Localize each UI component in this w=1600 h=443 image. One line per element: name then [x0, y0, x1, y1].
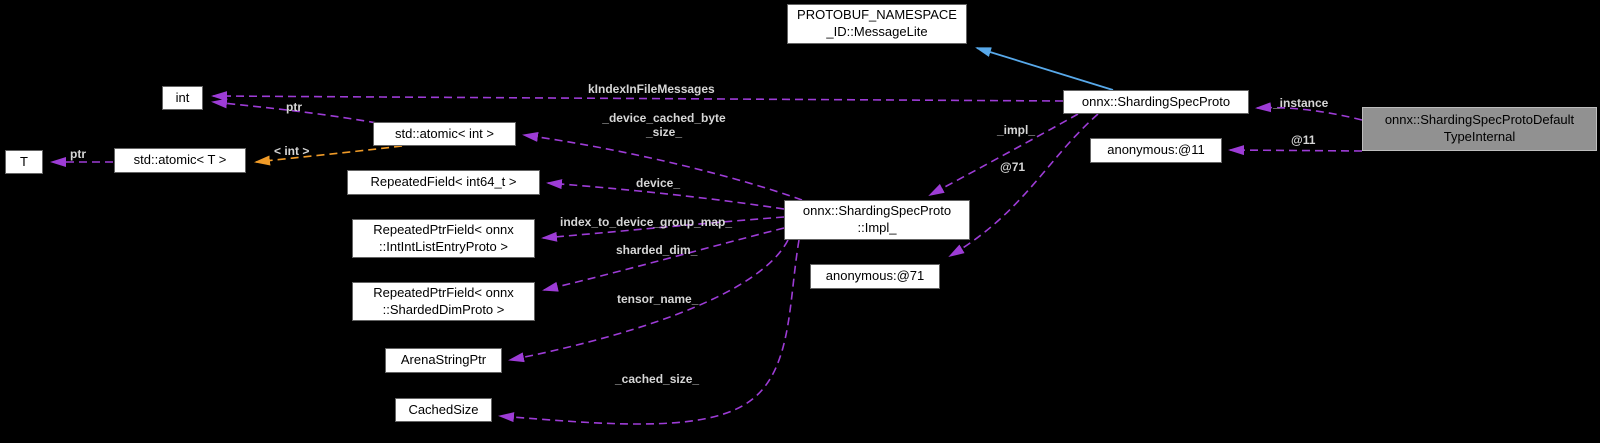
- edge-label-at11: @11: [1291, 133, 1316, 147]
- node-arenastringptr[interactable]: ArenaStringPtr: [385, 348, 502, 373]
- edge-label-tensor-name: tensor_name_: [617, 292, 699, 306]
- edge-sharded-dim: [542, 227, 785, 292]
- edge-label-template-int: < int >: [274, 144, 310, 158]
- node-t[interactable]: T: [5, 150, 43, 174]
- node-repeatedfield-int64[interactable]: RepeatedField< int64_t >: [347, 170, 540, 195]
- edge-ptr-int: [211, 98, 378, 124]
- edge-template-int: [254, 145, 403, 166]
- edge-inherit-messagelite: [975, 47, 1114, 91]
- edge-device-cached-byte-size: [522, 131, 803, 201]
- edge-cached-size: [498, 239, 800, 425]
- node-int[interactable]: int: [162, 86, 203, 110]
- node-shardingspecproto-impl[interactable]: onnx::ShardingSpecProto ::Impl_: [784, 200, 970, 240]
- node-cachedsize[interactable]: CachedSize: [395, 398, 492, 422]
- edge-label-device-cached-byte-size: _device_cached_byte _size_: [602, 111, 726, 140]
- edge-device: [546, 179, 785, 210]
- edge-at11: [1228, 145, 1363, 156]
- edge-label-sharded-dim: sharded_dim_: [616, 243, 698, 257]
- edge-label-ptr-t: ptr: [70, 147, 86, 161]
- node-shardingspecproto[interactable]: onnx::ShardingSpecProto: [1063, 90, 1249, 114]
- edge-impl: [928, 113, 1079, 196]
- edge-label-impl: _impl_: [997, 123, 1036, 137]
- node-repeatedptrfield-shardeddim[interactable]: RepeatedPtrField< onnx ::ShardedDimProto…: [352, 282, 535, 321]
- node-std-atomic-int[interactable]: std::atomic< int >: [373, 122, 516, 146]
- node-anonymous-71[interactable]: anonymous:@71: [810, 264, 940, 289]
- node-std-atomic-t[interactable]: std::atomic< T >: [114, 148, 246, 173]
- edge-kindexinfilemessages: [211, 91, 1064, 102]
- edge-index-to-device-group-map: [541, 216, 785, 242]
- edge-instance: [1255, 102, 1363, 121]
- edge-label-ptr-int: ptr: [286, 100, 302, 114]
- edge-label-device: device_: [636, 176, 681, 190]
- edge-at71: [948, 113, 1099, 258]
- edge-label-at71: @71: [1000, 160, 1026, 174]
- node-repeatedptrfield-intintlist[interactable]: RepeatedPtrField< onnx ::IntIntListEntry…: [352, 219, 535, 258]
- edge-label-index-to-device-group-map: index_to_device_group_map_: [560, 215, 733, 229]
- edge-label-instance: _instance: [1273, 96, 1329, 110]
- node-anonymous-11[interactable]: anonymous:@11: [1090, 138, 1222, 163]
- edge-label-kindexinfilemessages: kIndexInFileMessages: [588, 82, 715, 96]
- node-messagelite[interactable]: PROTOBUF_NAMESPACE _ID::MessageLite: [787, 4, 967, 44]
- edge-label-cached-size: _cached_size_: [615, 372, 700, 386]
- edge-tensor-name: [508, 239, 789, 363]
- node-shardingspecproto-default-type-internal: onnx::ShardingSpecProtoDefault TypeInter…: [1362, 107, 1597, 151]
